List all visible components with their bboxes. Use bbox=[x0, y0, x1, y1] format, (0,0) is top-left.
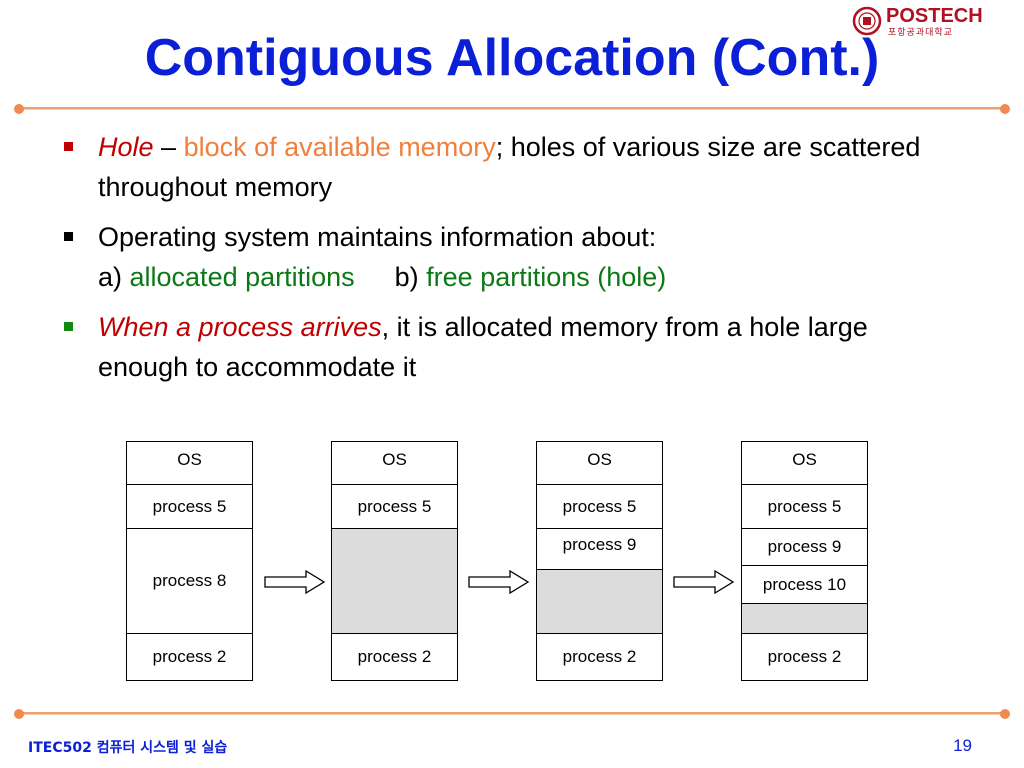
university-seal-icon bbox=[852, 6, 882, 36]
bullet-process-arrives: When a process arrives, it is allocated … bbox=[62, 307, 962, 387]
segment-process: process 5 bbox=[742, 485, 867, 529]
right-arrow-icon bbox=[264, 570, 326, 594]
segment-process: process 9 bbox=[742, 529, 867, 566]
memory-map-1: OS process 5 process 8 process 2 bbox=[126, 441, 253, 681]
memory-map-2: OS process 5 process 2 bbox=[331, 441, 458, 681]
os-info-line: Operating system maintains information a… bbox=[98, 222, 657, 252]
page-number: 19 bbox=[953, 736, 972, 755]
segment-process: process 2 bbox=[767, 646, 842, 666]
logo-wordmark: POSTECH bbox=[886, 5, 983, 27]
memory-map-3: OS process 5 process 9 process 2 bbox=[536, 441, 663, 681]
bottom-divider bbox=[14, 709, 1010, 719]
segment-process: process 5 bbox=[127, 485, 252, 529]
bullet-list: Hole – block of available memory; holes … bbox=[62, 127, 962, 397]
item-b-text: free partitions (hole) bbox=[426, 262, 667, 292]
divider-dot-right bbox=[1000, 709, 1010, 719]
process-arrives-description: , it is allocated memory from a hole lar… bbox=[98, 312, 868, 382]
segment-process: process 2 bbox=[152, 646, 227, 666]
segment-os: OS bbox=[332, 442, 457, 485]
dash: – bbox=[153, 132, 184, 162]
segment-process: process 2 bbox=[562, 646, 637, 666]
divider-dot-left bbox=[14, 709, 24, 719]
segment-process: process 8 bbox=[127, 529, 252, 634]
bullet-os-info: Operating system maintains information a… bbox=[62, 217, 962, 297]
segment-process: process 5 bbox=[537, 485, 662, 529]
segment-process: process 5 bbox=[332, 485, 457, 529]
bullet-hole: Hole – block of available memory; holes … bbox=[62, 127, 962, 207]
bullet-square-icon bbox=[64, 322, 73, 331]
segment-hole bbox=[742, 604, 867, 634]
segment-process: process 2 bbox=[357, 646, 432, 666]
item-a-text: allocated partitions bbox=[129, 262, 355, 292]
segment-hole bbox=[332, 529, 457, 634]
logo-subtitle: 포항공과대학교 bbox=[888, 28, 953, 38]
hole-definition: block of available memory bbox=[183, 132, 496, 162]
segment-os: OS bbox=[537, 442, 662, 485]
hole-description: ; holes of various size are scattered th… bbox=[98, 132, 921, 202]
item-b-prefix: b) bbox=[394, 262, 427, 292]
segment-process: process 10 bbox=[742, 566, 867, 604]
divider-dot-right bbox=[1000, 104, 1010, 114]
term-process-arrives: When a process arrives bbox=[98, 312, 382, 342]
right-arrow-icon bbox=[673, 570, 735, 594]
term-hole: Hole bbox=[98, 132, 154, 162]
right-arrow-icon bbox=[468, 570, 530, 594]
bullet-square-icon bbox=[64, 232, 73, 241]
postech-logo: POSTECH 포항공과대학교 bbox=[852, 4, 992, 42]
segment-os: OS bbox=[127, 442, 252, 485]
slide-title: Contiguous Allocation (Cont.) bbox=[144, 29, 880, 87]
segment-hole bbox=[537, 570, 662, 634]
item-a-prefix: a) bbox=[98, 262, 130, 292]
segment-os: OS bbox=[742, 442, 867, 485]
divider-dot-left bbox=[14, 104, 24, 114]
top-divider bbox=[14, 104, 1010, 114]
bullet-square-icon bbox=[64, 142, 73, 151]
course-footer: ITEC502 컴퓨터 시스템 및 실습 bbox=[28, 740, 228, 756]
memory-map-4: OS process 5 process 9 process 10 proces… bbox=[741, 441, 868, 681]
segment-process: process 9 bbox=[537, 529, 662, 570]
